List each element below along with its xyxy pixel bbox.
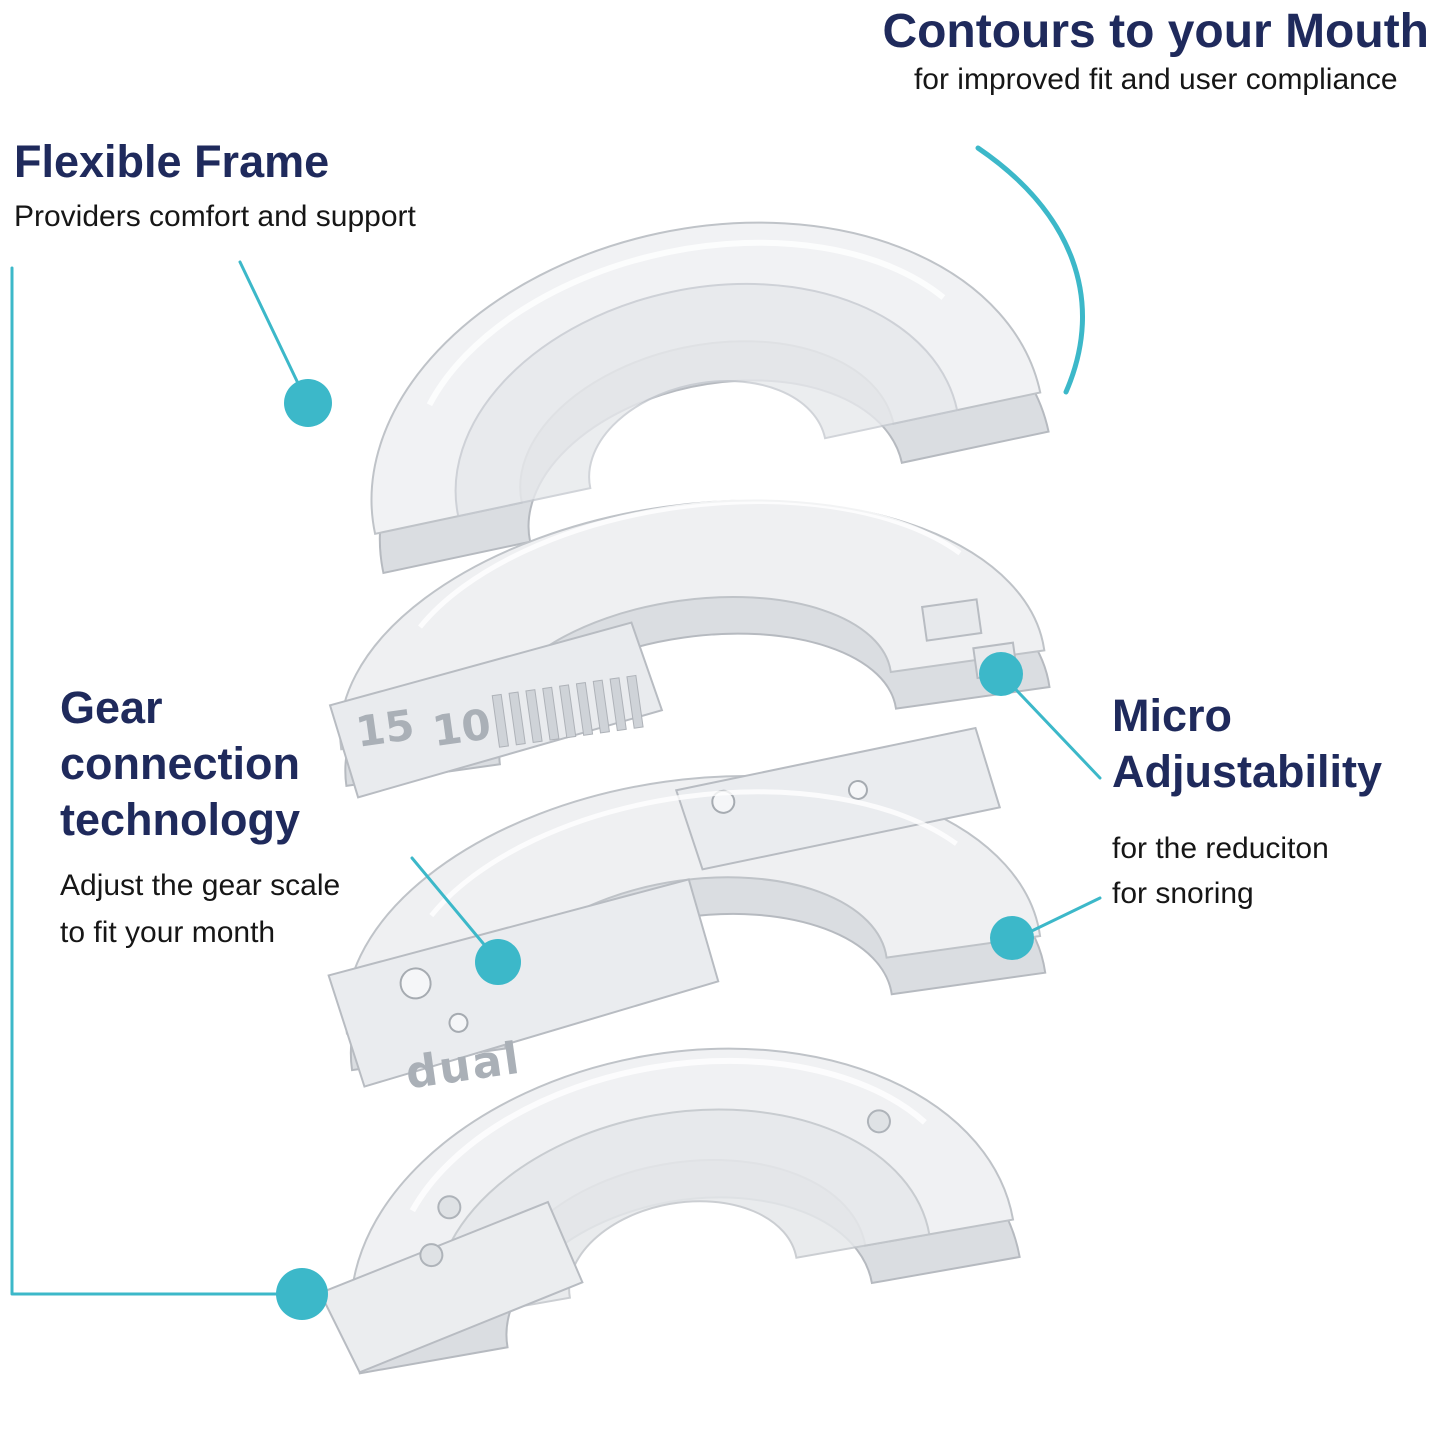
gear-heading-line-1: Gear [60, 682, 163, 733]
gear-heading-line-3: technology [60, 793, 301, 845]
micro-subtext-line-1: for the reduciton [1112, 831, 1329, 865]
flexible-frame-heading: Flexible Frame [14, 136, 330, 187]
gear-heading-line-2: connection [60, 737, 301, 789]
callout-micro-adjustability: Micro Adjustability for the reduciton fo… [1112, 688, 1382, 916]
tray-layer-4 [318, 1047, 1021, 1375]
micro-subtext-line-2: for snoring [1112, 876, 1254, 910]
callout-contours: Contours to your Mouth for improved fit … [882, 4, 1429, 97]
micro-heading-line-2: Adjustability [1112, 745, 1383, 797]
contours-heading: Contours to your Mouth [882, 5, 1429, 58]
gear-subtext-line-2: to fit your month [60, 915, 276, 949]
flexible-frame-subtext: Providers comfort and support [14, 199, 416, 233]
gear-subtext-line-1: Adjust the gear scale [60, 869, 341, 903]
contours-subtext: for improved fit and user compliance [913, 63, 1398, 97]
callout-gear-connection: Gear connection technology Adjust the ge… [60, 680, 340, 956]
gear-scale-mark-10: 10 [429, 699, 494, 756]
gear-scale-mark-15: 15 [353, 700, 418, 757]
tray-layer-1 [370, 221, 1050, 575]
micro-heading-line-1: Micro [1112, 690, 1233, 741]
gear-rack-ridges [491, 674, 644, 748]
tray-layer-2: 15 10 [328, 499, 1051, 799]
callout-flexible-frame: Flexible Frame Providers comfort and sup… [14, 136, 416, 234]
